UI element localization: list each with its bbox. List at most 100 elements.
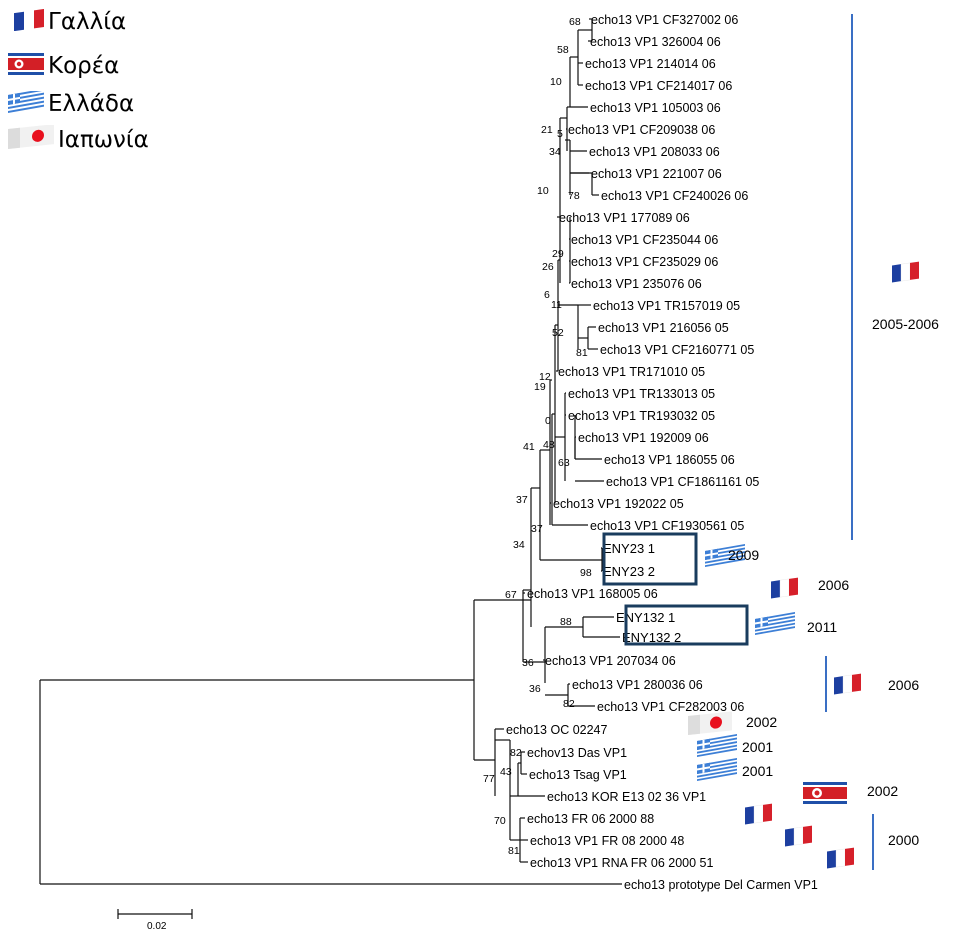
- leaf-label: ENY23 2: [603, 564, 655, 579]
- bootstrap-value: 98: [580, 567, 592, 579]
- bootstrap-value: 12: [539, 371, 551, 383]
- leaf-label: ENY132 1: [616, 610, 675, 625]
- greece-flag-icon: [697, 733, 737, 757]
- bootstrap-value: 36: [529, 683, 541, 695]
- eny23-box: [602, 532, 698, 586]
- legend-item-korea: Κορέα: [8, 50, 119, 82]
- leaf-label: echo13 VP1 177089 06: [559, 211, 690, 225]
- leaf-label: echo13 VP1 CF1861161 05: [606, 475, 759, 489]
- year-label: 2002: [867, 783, 898, 799]
- leaf-label: echo13 VP1 221007 06: [591, 167, 722, 181]
- bootstrap-value: 10: [537, 185, 549, 197]
- bootstrap-value: 48: [543, 439, 555, 451]
- korea-flag-icon: [8, 52, 44, 80]
- leaf-label: echo13 VP1 CF1930561 05: [590, 519, 744, 533]
- korea-flag-icon: [803, 782, 847, 804]
- leaf-label: echo13 VP1 186055 06: [604, 453, 735, 467]
- japan-flag-icon: [688, 711, 732, 735]
- year-label: 2002: [746, 714, 777, 730]
- bootstrap-value: 58: [557, 44, 569, 56]
- greece-flag-icon: [697, 757, 737, 781]
- legend-item-greece: Ελλάδα: [8, 88, 134, 120]
- leaf-label: ENY23 1: [603, 541, 655, 556]
- eny132-box: [624, 604, 749, 646]
- leaf-label: echo13 VP1 TR157019 05: [593, 299, 740, 313]
- bootstrap-value: 88: [560, 616, 572, 628]
- leaf-label: echo13 VP1 CF327002 06: [591, 13, 738, 27]
- scale-bar-label: 0.02: [147, 921, 167, 929]
- leaf-label: echo13 VP1 192022 05: [553, 497, 684, 511]
- leaf-label: echo13 VP1 TR171010 05: [558, 365, 705, 379]
- leaf-label: echo13 FR 06 2000 88: [527, 812, 654, 826]
- leaf-label: echo13 VP1 207034 06: [545, 654, 676, 668]
- legend-label: Κορέα: [48, 53, 120, 79]
- year-label: 2009: [728, 547, 759, 563]
- bootstrap-value: 34: [549, 146, 561, 158]
- leaf-label: echo13 VP1 CF282003 06: [597, 700, 744, 714]
- year-label: 2006: [818, 577, 849, 593]
- legend-label: Ιαπωνία: [58, 127, 149, 153]
- leaf-label: echo13 VP1 TR193032 05: [568, 409, 715, 423]
- year-label: 2000: [888, 832, 919, 848]
- leaf-label: echo13 KOR E13 02 36 VP1: [547, 790, 706, 804]
- france-flag-icon: [826, 847, 855, 869]
- bootstrap-value: 43: [500, 766, 512, 778]
- bootstrap-value: 26: [542, 261, 554, 273]
- france-flag-icon: [784, 825, 813, 847]
- leaf-label: echo13 VP1 FR 08 2000 48: [530, 834, 684, 848]
- year-label: 2006: [888, 677, 919, 693]
- france-flag-icon: [891, 261, 920, 283]
- leaf-label: ENY132 2: [622, 630, 681, 645]
- leaf-label: echo13 VP1 CF214017 06: [585, 79, 732, 93]
- bootstrap-value: 78: [568, 190, 580, 202]
- scale-bar: 0.02: [117, 909, 193, 929]
- legend-item-japan: Ιαπωνία: [8, 123, 149, 156]
- bootstrap-value: 82: [510, 747, 522, 759]
- leaf-label: echo13 VP1 168005 06: [527, 587, 658, 601]
- bootstrap-value: 63: [558, 457, 570, 469]
- leaf-label: echo13 VP1 235076 06: [571, 277, 702, 291]
- greece-flag-icon: [755, 611, 795, 635]
- bootstrap-value: 0: [545, 415, 551, 427]
- france-flag-icon: [744, 803, 773, 825]
- greece-flag-icon: [8, 88, 44, 118]
- year-label: 2001: [742, 763, 773, 779]
- bootstrap-value: 52: [552, 327, 564, 339]
- bootstrap-value: 41: [523, 441, 535, 453]
- leaf-label: echo13 VP1 192009 06: [578, 431, 709, 445]
- bootstrap-value: 82: [563, 698, 575, 710]
- leaf-label: echo13 VP1 TR133013 05: [568, 387, 715, 401]
- bootstrap-value: 34: [513, 539, 525, 551]
- legend-item-france: Γαλλία: [8, 6, 126, 38]
- leaf-label: echo13 VP1 CF235029 06: [571, 255, 718, 269]
- bootstrap-value: 19: [534, 381, 546, 393]
- bootstrap-value: 11: [551, 299, 562, 311]
- leaf-label: echo13 VP1 208033 06: [589, 145, 720, 159]
- legend-label: Ελλάδα: [48, 91, 135, 117]
- leaf-label: echo13 Tsag VP1: [529, 768, 627, 782]
- japan-flag-icon: [8, 123, 54, 156]
- bootstrap-value: 21: [541, 124, 553, 136]
- year-label: 2001: [742, 739, 773, 755]
- bootstrap-value: 29: [552, 248, 564, 260]
- leaf-label: echo13 VP1 CF209038 06: [568, 123, 715, 137]
- bootstrap-value: 68: [569, 16, 581, 28]
- bootstrap-value: 6: [544, 289, 550, 301]
- leaf-label: echo13 VP1 CF2160771 05: [600, 343, 754, 357]
- leaf-label: echo13 VP1 RNA FR 06 2000 51: [530, 856, 714, 870]
- leaf-label: echo13 VP1 280036 06: [572, 678, 703, 692]
- bootstrap-value: 37: [531, 523, 543, 535]
- leaf-label: echo13 VP1 326004 06: [590, 35, 721, 49]
- year-label: 2011: [807, 619, 837, 635]
- leaf-label: echo13 VP1 CF235044 06: [571, 233, 718, 247]
- leaf-label: echo13 VP1 105003 06: [590, 101, 721, 115]
- bootstrap-value: 10: [550, 76, 562, 88]
- leaf-label: echo13 VP1 214014 06: [585, 57, 716, 71]
- leaf-label: echo13 prototype Del Carmen VP1: [624, 878, 818, 892]
- bootstrap-value: 81: [508, 845, 520, 857]
- bootstrap-value: 5: [557, 128, 563, 140]
- bootstrap-value: 81: [576, 347, 588, 359]
- france-flag-icon: [833, 673, 862, 695]
- leaf-label: echo13 OC 02247: [506, 723, 608, 737]
